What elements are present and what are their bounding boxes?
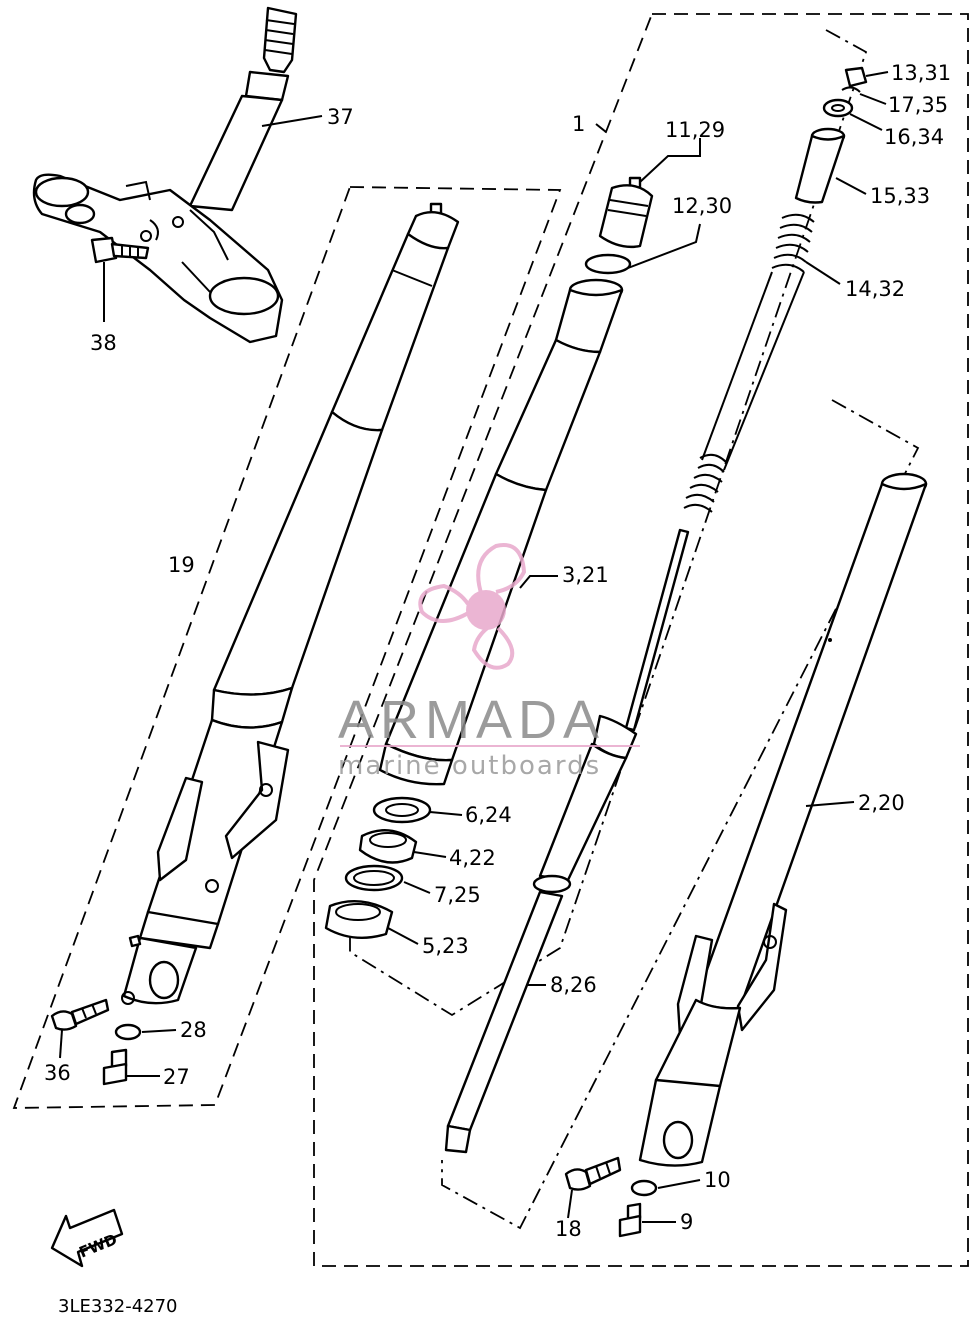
callout-3-21: 3,21 <box>562 563 609 587</box>
callout-5-23: 5,23 <box>422 934 469 958</box>
cap-bolt-part <box>598 176 654 249</box>
damper-rod-8-26-part <box>444 528 690 1154</box>
callout-36: 36 <box>44 1061 71 1085</box>
drain-bolt-27-part <box>102 1048 128 1086</box>
callout-16-34: 16,34 <box>884 125 944 149</box>
group-boundary-1 <box>313 13 969 1267</box>
o-ring-part <box>584 253 632 275</box>
watermark-brand: ARMADA <box>338 690 605 750</box>
axle-bolt-18-part <box>564 1156 622 1191</box>
group-boundary-19 <box>12 186 562 1109</box>
nut-13-31-part <box>844 66 868 88</box>
steering-stem-part <box>188 6 298 212</box>
right-outer-tube-part <box>638 472 928 1167</box>
callout-27: 27 <box>163 1065 190 1089</box>
callout-2-20: 2,20 <box>858 791 905 815</box>
callout-8-26: 8,26 <box>550 973 597 997</box>
callout-38: 38 <box>90 331 117 355</box>
washer-10-part <box>630 1179 658 1197</box>
washer-28-part <box>114 1023 142 1041</box>
oil-seal-4-22-part <box>358 829 418 864</box>
left-fork-assembly-part <box>121 202 460 1005</box>
fork-spring-14-32-part <box>683 213 815 513</box>
drain-bolt-9-part <box>618 1202 642 1238</box>
fwd-arrow-icon: FWD <box>50 1208 124 1268</box>
callout-13-31: 13,31 <box>891 61 951 85</box>
callout-12-30: 12,30 <box>672 194 732 218</box>
callout-10: 10 <box>704 1168 731 1192</box>
callout-9: 9 <box>680 1210 693 1234</box>
callout-4-22: 4,22 <box>449 846 496 870</box>
seal-5-23-part <box>324 900 394 940</box>
leader-lines <box>59 71 889 1223</box>
under-bracket-part <box>32 173 284 344</box>
callout-14-32: 14,32 <box>845 277 905 301</box>
callout-28: 28 <box>180 1018 207 1042</box>
callout-6-24: 6,24 <box>465 803 512 827</box>
watermark-tagline: marine outboards <box>338 751 601 781</box>
callout-labels: 1 37 38 19 11,29 12,30 13,31 17,35 16,34… <box>44 61 951 1241</box>
callout-19: 19 <box>168 553 195 577</box>
pinch-bolt-part <box>90 236 150 264</box>
callout-18: 18 <box>555 1217 582 1241</box>
clip-7-25-part <box>344 864 404 892</box>
callout-15-33: 15,33 <box>870 184 930 208</box>
propeller-icon <box>418 543 527 670</box>
drawing-code: 3LE332-4270 <box>58 1296 178 1317</box>
spring-seat-17-35-part <box>841 86 861 93</box>
callout-37: 37 <box>327 105 354 129</box>
callout-1: 1 <box>572 112 585 136</box>
callout-7-25: 7,25 <box>434 883 481 907</box>
callout-17-35: 17,35 <box>888 93 948 117</box>
spacer-15-33-part <box>794 127 846 204</box>
dust-seal-6-24-part <box>372 796 432 824</box>
washer-16-34-part <box>822 98 854 118</box>
axle-pinch-bolt-part <box>50 998 110 1031</box>
group-boundary-rod <box>441 399 920 1230</box>
callout-11-29: 11,29 <box>665 118 725 142</box>
armada-watermark: ARMADA marine outboards <box>338 543 640 781</box>
